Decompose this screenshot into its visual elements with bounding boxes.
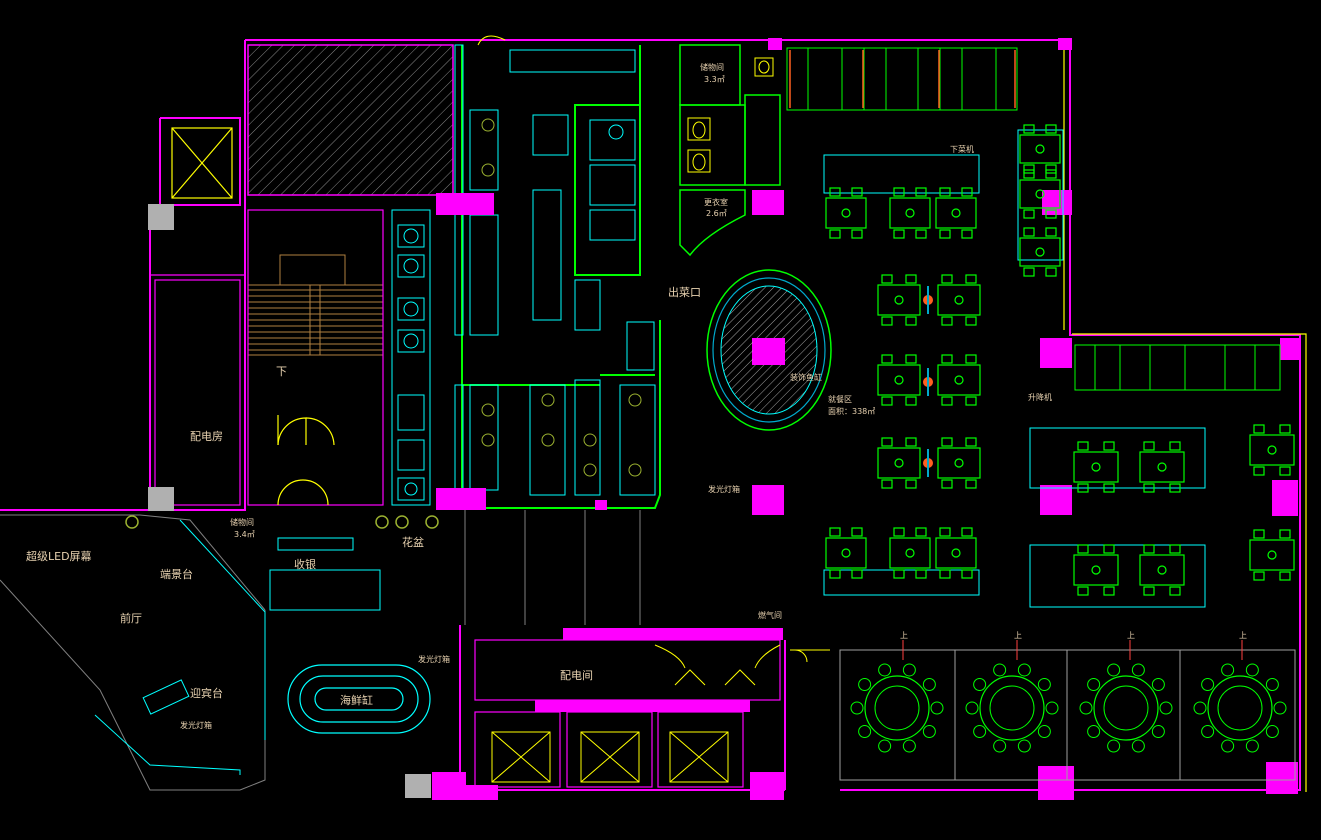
kitchen-plants <box>481 118 642 477</box>
reception-desk <box>142 537 381 715</box>
label-led-screen: 超级LED屏幕 <box>26 549 92 563</box>
private-rooms <box>839 649 1296 781</box>
lobby-glass <box>94 519 266 775</box>
wall-cabinets-top <box>786 47 1018 111</box>
booth-sofas <box>823 129 1206 608</box>
dining-table-r0c1 <box>937 274 981 326</box>
elevators <box>491 731 729 783</box>
storage-rooms <box>679 44 781 257</box>
stairs-mark-3: 上 <box>1127 631 1135 640</box>
dining-table-right-1 <box>1139 441 1185 493</box>
table-divider-1 <box>923 368 933 396</box>
label-gas-room: 燃气间 <box>758 610 782 620</box>
label-locker-room: 更衣室 <box>704 197 728 207</box>
round-table-2 <box>1079 663 1173 753</box>
label-storage-bottom: 储物间 <box>230 517 254 527</box>
dining-table-right-5 <box>1249 529 1295 581</box>
label-storage-top: 储物间 <box>700 62 724 72</box>
round-table-1 <box>965 663 1059 753</box>
staircase <box>247 254 384 356</box>
label-cashier-lift: 下菜机 <box>950 144 974 154</box>
label-storage-bottom-area: 3.4㎡ <box>234 530 255 539</box>
lobby-walls <box>0 510 641 791</box>
kitchen-equipment <box>391 44 656 506</box>
dining-table-bottom-1 <box>889 527 931 579</box>
label-dining-area: 就餐区 <box>828 394 852 404</box>
label-dining-area-size: 面积：338㎡ <box>828 406 875 416</box>
table-divider-2 <box>923 449 933 477</box>
dining-table-bottom-0 <box>825 527 867 579</box>
label-cashier: 收银 <box>294 557 316 571</box>
label-fish-tank: 海鲜缸 <box>340 693 373 707</box>
label-storage-top-area: 3.3㎡ <box>704 75 725 84</box>
elevator-shaft-top <box>171 127 233 199</box>
hatched-void <box>247 44 454 196</box>
label-serving-exit: 出菜口 <box>668 285 701 299</box>
label-locker-area: 2.6㎡ <box>706 209 727 218</box>
private-room-arrows <box>902 640 1243 660</box>
dining-table-right-3 <box>1139 544 1185 596</box>
dining-table-top-1 <box>889 187 931 239</box>
dining-table-side-0 <box>1019 124 1061 174</box>
dining-table-bottom-2 <box>935 527 977 579</box>
dining-table-r0c0 <box>877 274 921 326</box>
exterior-walls <box>0 39 1301 791</box>
dining-table-right-4 <box>1249 424 1295 476</box>
label-glow-sign-3: 发光灯箱 <box>708 484 740 494</box>
dining-table-side-2 <box>1019 227 1061 277</box>
dining-table-r1c0 <box>877 354 921 406</box>
banquet-tables <box>850 663 1287 753</box>
dining-table-top-0 <box>825 187 867 239</box>
label-power-room-right: 配电间 <box>560 669 593 682</box>
double-door-stair <box>277 415 335 506</box>
label-glow-sign-2: 发光灯箱 <box>180 720 212 730</box>
toilets <box>687 57 774 173</box>
label-stair-down: 下 <box>276 365 287 378</box>
dining-tables <box>825 124 1295 596</box>
grey-columns <box>148 204 431 798</box>
stairs-mark-2: 上 <box>1014 631 1022 640</box>
structural-columns <box>432 38 1300 800</box>
door-swings <box>477 35 830 663</box>
exterior-walls-yellow <box>1063 40 1307 792</box>
dining-table-top-2 <box>935 187 977 239</box>
table-divider-0 <box>923 286 933 314</box>
interior-walls-left <box>150 209 384 506</box>
seafood-tank <box>287 664 431 734</box>
dining-table-right-2 <box>1073 544 1119 596</box>
label-bar-counter: 端景台 <box>160 567 193 581</box>
dining-table-r1c1 <box>937 354 981 406</box>
center-aquarium <box>706 269 832 431</box>
label-center-decor: 装饰鱼缸 <box>790 372 822 382</box>
label-reception: 迎宾台 <box>190 686 223 700</box>
dining-table-right-0 <box>1073 441 1119 493</box>
dining-table-r2c1 <box>937 437 981 489</box>
cabinet-accents <box>789 50 1016 108</box>
round-table-0 <box>850 663 944 753</box>
label-lift: 升降机 <box>1028 392 1052 402</box>
wall-cabinets-right <box>1074 344 1281 391</box>
label-planter: 花盆 <box>402 535 424 549</box>
dining-table-side-1 <box>1019 169 1061 219</box>
stairs-mark-1: 上 <box>900 631 908 640</box>
power-room-walls <box>474 639 781 788</box>
label-power-room-left: 配电房 <box>190 430 223 443</box>
label-glow-sign-1: 发光灯箱 <box>418 654 450 664</box>
dining-table-r2c0 <box>877 437 921 489</box>
lobby-planters <box>125 515 439 529</box>
power-room-doors <box>654 644 781 686</box>
round-table-3 <box>1193 663 1287 753</box>
stairs-mark-4: 上 <box>1239 631 1247 640</box>
label-lobby: 前厅 <box>120 611 142 625</box>
